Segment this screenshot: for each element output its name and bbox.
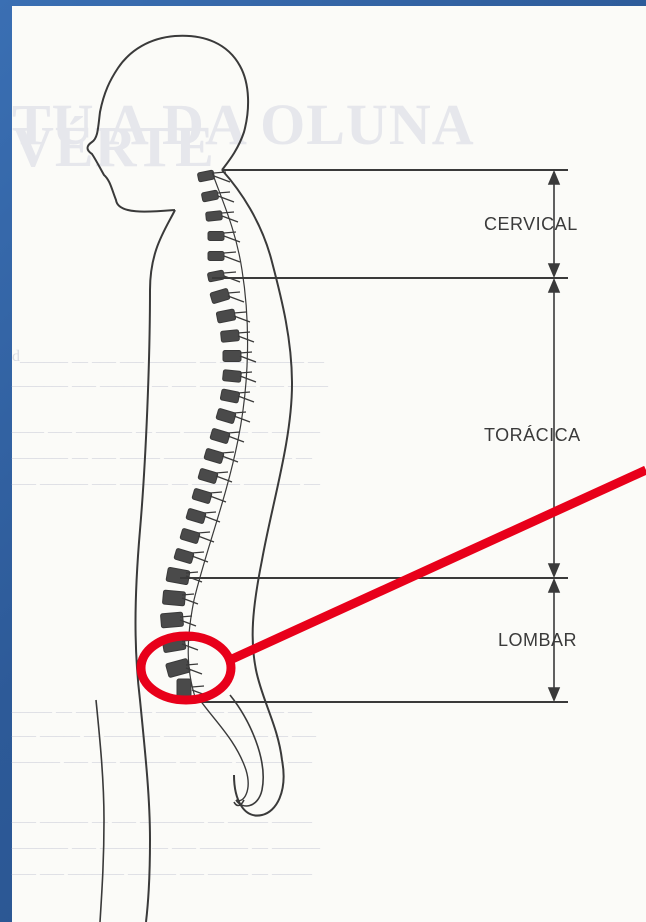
arm-line <box>96 700 104 922</box>
vertebra-body <box>197 170 214 182</box>
vertebra-body <box>210 288 230 304</box>
back-contour <box>222 170 292 816</box>
vertebra-process <box>224 252 240 262</box>
pointer-line <box>230 470 646 660</box>
vertebra-body <box>174 548 194 564</box>
vertebra-body <box>207 270 224 282</box>
vertebra-process <box>224 232 240 242</box>
vertebra-process <box>238 332 254 342</box>
cervical-label: CERVICAL <box>484 214 578 235</box>
vertebra-body <box>220 330 239 343</box>
vertebra-body <box>180 528 200 544</box>
front-contour <box>136 210 176 922</box>
vertebra-body <box>204 448 224 464</box>
highlight-annotation <box>141 470 646 700</box>
vertebra-body <box>220 389 240 403</box>
vertebra-body <box>222 370 241 383</box>
vertebra-body <box>206 211 223 222</box>
sacrum <box>200 700 248 801</box>
vertebra-body <box>186 508 206 524</box>
vertebra-process <box>240 372 256 382</box>
vertebra-process <box>228 292 244 302</box>
vertebra-process <box>228 432 244 442</box>
vertebra-body <box>223 351 241 362</box>
vertebra-body <box>210 428 230 444</box>
vertebra-body <box>201 190 218 202</box>
vertebra-body <box>208 252 224 261</box>
vertebral-column <box>160 170 256 701</box>
vertebra-body <box>208 232 224 241</box>
vertebra-body <box>192 488 212 504</box>
lumbar-label: LOMBAR <box>498 630 577 651</box>
vertebra-body <box>216 309 236 323</box>
thoracic-label: TORÁCICA <box>484 425 581 446</box>
body-silhouette <box>88 36 249 212</box>
vertebra-body <box>198 468 218 484</box>
vertebra-body <box>216 408 236 424</box>
vertebra-process <box>238 392 254 402</box>
